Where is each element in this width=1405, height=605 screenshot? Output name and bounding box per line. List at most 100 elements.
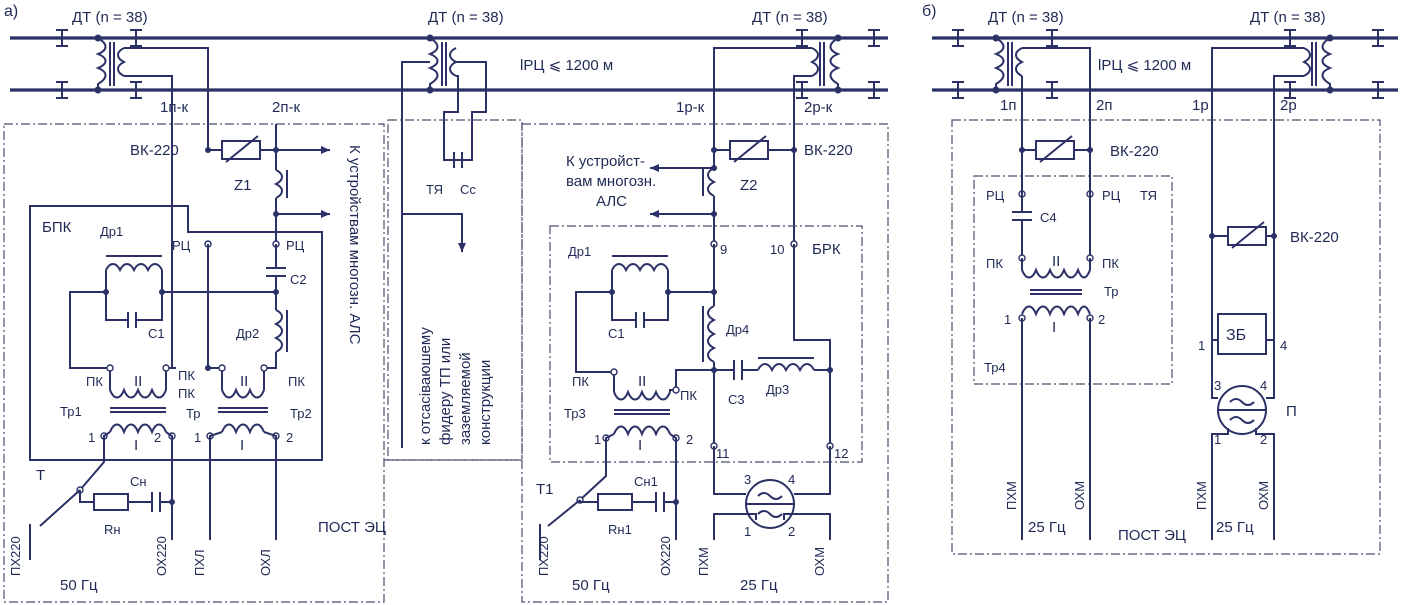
svg-text:1р: 1р bbox=[1192, 97, 1209, 114]
zb-block: ЗБ 1 4 bbox=[1198, 236, 1287, 399]
svg-text:9: 9 bbox=[720, 242, 727, 257]
vk-left-label: ВК-220 bbox=[130, 142, 179, 159]
svg-text:4: 4 bbox=[788, 472, 795, 487]
svg-text:ПХМ: ПХМ bbox=[1004, 481, 1019, 510]
svg-text:вам многозн.: вам многозн. bbox=[566, 173, 656, 190]
svg-text:ОХЛ: ОХЛ bbox=[258, 549, 273, 576]
svg-text:4: 4 bbox=[1260, 378, 1267, 393]
ox220-left: ОХ220 bbox=[154, 536, 169, 576]
svg-text:ВК-220: ВК-220 bbox=[1110, 143, 1159, 160]
pxm-label-b2: ПХМ bbox=[1194, 481, 1209, 510]
lead-2rk: 2р-к bbox=[804, 99, 833, 116]
hz50-left: 50 Гц bbox=[60, 577, 98, 594]
feed-50hz-right: Т1 Rн1 Сн1 bbox=[536, 474, 679, 560]
oxm-label-a: ОХМ bbox=[812, 547, 827, 576]
tr1: ПК II I Тр1 1 2 bbox=[60, 364, 176, 502]
svg-text:1п: 1п bbox=[1000, 97, 1016, 114]
c3-dr3: С3 Др3 bbox=[675, 244, 833, 446]
relay-right: 3 4 1 2 bbox=[713, 446, 831, 540]
svg-text:К устройст-: К устройст- bbox=[566, 153, 645, 170]
dt-transformer-right bbox=[713, 34, 842, 150]
svg-text:ПК: ПК bbox=[288, 374, 305, 389]
svg-text:ТЯ: ТЯ bbox=[1140, 188, 1157, 203]
svg-text:Др3: Др3 bbox=[766, 382, 789, 397]
oxm-label-b2: ОХМ bbox=[1256, 481, 1271, 510]
bpk-label: БПК bbox=[42, 219, 72, 236]
insulating-joints bbox=[56, 29, 880, 99]
svg-text:1: 1 bbox=[594, 432, 601, 447]
rc-label-a1: РЦ bbox=[172, 238, 191, 253]
svg-text:ПХ220: ПХ220 bbox=[8, 536, 23, 576]
post-box-left bbox=[3, 123, 385, 603]
svg-text:ОХМ: ОХМ bbox=[812, 547, 827, 576]
svg-text:П: П bbox=[1286, 403, 1297, 420]
svg-text:РЦ: РЦ bbox=[1102, 188, 1121, 203]
svg-text:II: II bbox=[1052, 253, 1060, 270]
svg-text:С1: С1 bbox=[608, 326, 625, 341]
tya-box-b bbox=[973, 175, 1173, 385]
svg-text:АЛС: АЛС bbox=[596, 193, 627, 210]
svg-text:Тр: Тр bbox=[186, 406, 200, 421]
dt-transformer-b-right bbox=[1211, 34, 1334, 236]
vk-top-b: ВК-220 bbox=[1019, 135, 1159, 163]
svg-text:3: 3 bbox=[1214, 378, 1221, 393]
svg-text:ПК: ПК bbox=[178, 386, 195, 401]
svg-text:К устройствам многозн. АЛС: К устройствам многозн. АЛС bbox=[346, 145, 363, 345]
svg-text:4: 4 bbox=[1280, 338, 1287, 353]
lead-2pk: 2п-к bbox=[272, 99, 300, 116]
svg-text:С4: С4 bbox=[1040, 210, 1057, 225]
svg-text:1: 1 bbox=[1214, 432, 1221, 447]
svg-text:Тр: Тр bbox=[1104, 284, 1118, 299]
hz25-a: 25 Гц bbox=[740, 577, 778, 594]
svg-text:11: 11 bbox=[716, 446, 730, 461]
svg-text:ПК: ПК bbox=[572, 374, 589, 389]
svg-text:Rн: Rн bbox=[104, 522, 121, 537]
dt-transformer-middle bbox=[401, 34, 487, 448]
svg-text:Т: Т bbox=[36, 467, 45, 484]
svg-text:1: 1 bbox=[194, 430, 201, 445]
dr1-c1-left: Др1 С1 bbox=[69, 224, 276, 369]
brk-label: БРК bbox=[812, 241, 841, 258]
svg-text:Др1: Др1 bbox=[100, 224, 123, 239]
svg-text:РЦ: РЦ bbox=[986, 188, 1005, 203]
hz25-b-left: 25 Гц bbox=[1028, 519, 1066, 536]
px220-right: ПХ220 bbox=[536, 536, 551, 576]
dt-transformer-left bbox=[94, 34, 209, 150]
dt-label-middle: ДТ (n = 38) bbox=[428, 9, 504, 26]
dt-label-right: ДТ (n = 38) bbox=[752, 9, 828, 26]
right-relay-end: ВК-220 Z2 К устройст- вам многозн. АЛС bbox=[566, 124, 853, 244]
svg-text:ОХ220: ОХ220 bbox=[154, 536, 169, 576]
tr-middle: ПК ПК II I Тр 1 2 ПК Тр2 bbox=[171, 150, 312, 540]
panel-a: а) ДТ (n = 38) ДТ (n = 38) ДТ (n = 38) l… bbox=[3, 3, 889, 603]
svg-text:Т1: Т1 bbox=[536, 481, 554, 498]
svg-text:ПХ220: ПХ220 bbox=[536, 536, 551, 576]
oxl-label: ОХЛ bbox=[258, 549, 273, 576]
svg-text:С1: С1 bbox=[148, 326, 165, 341]
svg-text:2п: 2п bbox=[1096, 97, 1112, 114]
feeder-box bbox=[387, 119, 523, 461]
left-feed-end: ВК-220 Z1 bbox=[130, 124, 330, 244]
svg-text:ВК-220: ВК-220 bbox=[804, 142, 853, 159]
ox220-right: ОХ220 bbox=[658, 536, 673, 576]
lead-1pk: 1п-к bbox=[160, 99, 188, 116]
svg-text:С3: С3 bbox=[728, 392, 745, 407]
svg-text:ОХМ: ОХМ bbox=[1256, 481, 1271, 510]
bpk-box bbox=[29, 205, 323, 461]
post-label-a: ПОСТ ЭЦ bbox=[318, 519, 386, 536]
svg-text:ПХМ: ПХМ bbox=[1194, 481, 1209, 510]
svg-text:ПК: ПК bbox=[680, 388, 697, 403]
lead-1rk: 1р-к bbox=[676, 99, 705, 116]
svg-text:ОХМ: ОХМ bbox=[1072, 481, 1087, 510]
svg-text:II: II bbox=[638, 373, 646, 390]
hz50-right: 50 Гц bbox=[572, 577, 610, 594]
z1-label: Z1 bbox=[234, 177, 252, 194]
feed-50hz-left: Т Rн Сн bbox=[29, 467, 175, 560]
panel-b: б) ДТ (n = 38) ДТ (n = 38) lРЦ ⩽ 1200 м bbox=[922, 3, 1398, 555]
rc-label-a2: РЦ bbox=[286, 238, 305, 253]
svg-text:2: 2 bbox=[1260, 432, 1267, 447]
svg-text:ВК-220: ВК-220 bbox=[1290, 229, 1339, 246]
svg-text:1: 1 bbox=[1198, 338, 1205, 353]
svg-text:Rн1: Rн1 bbox=[608, 522, 632, 537]
dr4: Др4 bbox=[702, 244, 749, 446]
hz25-b-right: 25 Гц bbox=[1216, 519, 1254, 536]
